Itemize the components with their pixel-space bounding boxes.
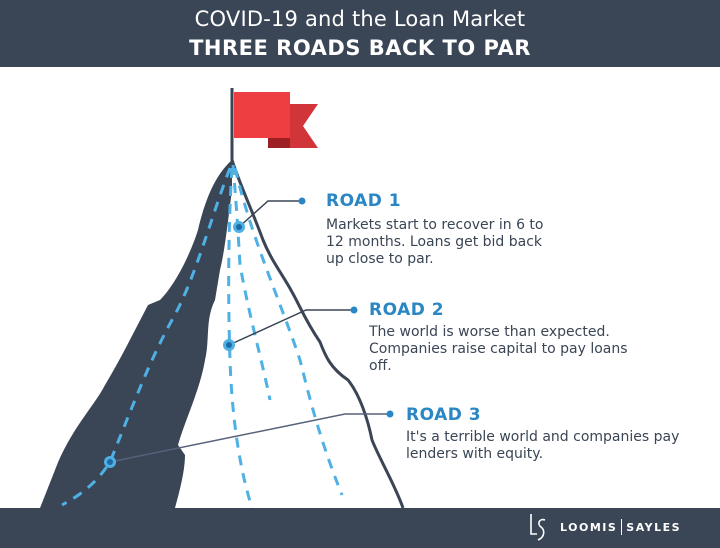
brand-wordmark: LOOMIS SAYLES — [560, 519, 681, 535]
brand-separator — [621, 519, 623, 535]
mountain-ridge-outline — [230, 159, 405, 508]
brand-right: SAYLES — [626, 520, 682, 534]
road3-marker — [107, 459, 113, 465]
road-3-title: ROAD 3 — [406, 405, 482, 425]
road2b-path — [233, 167, 344, 496]
road-1-description: Markets start to recover in 6 to 12 mont… — [326, 217, 544, 267]
road1-endpoint-dot — [298, 197, 306, 205]
road3-endpoint-dot — [386, 410, 394, 418]
mountain-illustration — [40, 88, 405, 508]
header-banner: COVID-19 and the Loan Market THREE ROADS… — [0, 0, 720, 67]
road2-marker — [226, 342, 232, 348]
header-subtitle: COVID-19 and the Loan Market — [194, 7, 526, 31]
road2-path — [227, 167, 254, 508]
flag-fold — [268, 138, 290, 148]
ls-monogram-icon — [530, 514, 546, 541]
road-1-title: ROAD 1 — [326, 191, 402, 211]
road-2-title: ROAD 2 — [369, 300, 445, 320]
road-2-description: The world is worse than expected. Compan… — [369, 324, 628, 374]
footer-bar — [0, 508, 720, 548]
brand-left: LOOMIS — [560, 520, 618, 534]
road2-endpoint-dot — [350, 306, 358, 314]
loomis-sayles-logo: LOOMIS SAYLES — [528, 512, 681, 542]
road1-marker — [236, 224, 242, 230]
road-3-description: It's a terrible world and companies pay … — [406, 429, 680, 462]
road-2-callout: ROAD 2 The world is worse than expected.… — [369, 300, 629, 375]
road3-connector — [109, 413, 390, 463]
header-title: THREE ROADS BACK TO PAR — [189, 36, 531, 60]
road1-connector — [238, 200, 302, 228]
road1-path — [231, 164, 272, 401]
flag-body — [234, 92, 290, 138]
road-3-callout: ROAD 3 It's a terrible world and compani… — [406, 405, 686, 463]
road2-connector — [228, 309, 354, 346]
mountain-dark-face — [40, 160, 232, 508]
road-1-callout: ROAD 1 Markets start to recover in 6 to … — [326, 191, 546, 268]
road3-path — [61, 167, 232, 507]
